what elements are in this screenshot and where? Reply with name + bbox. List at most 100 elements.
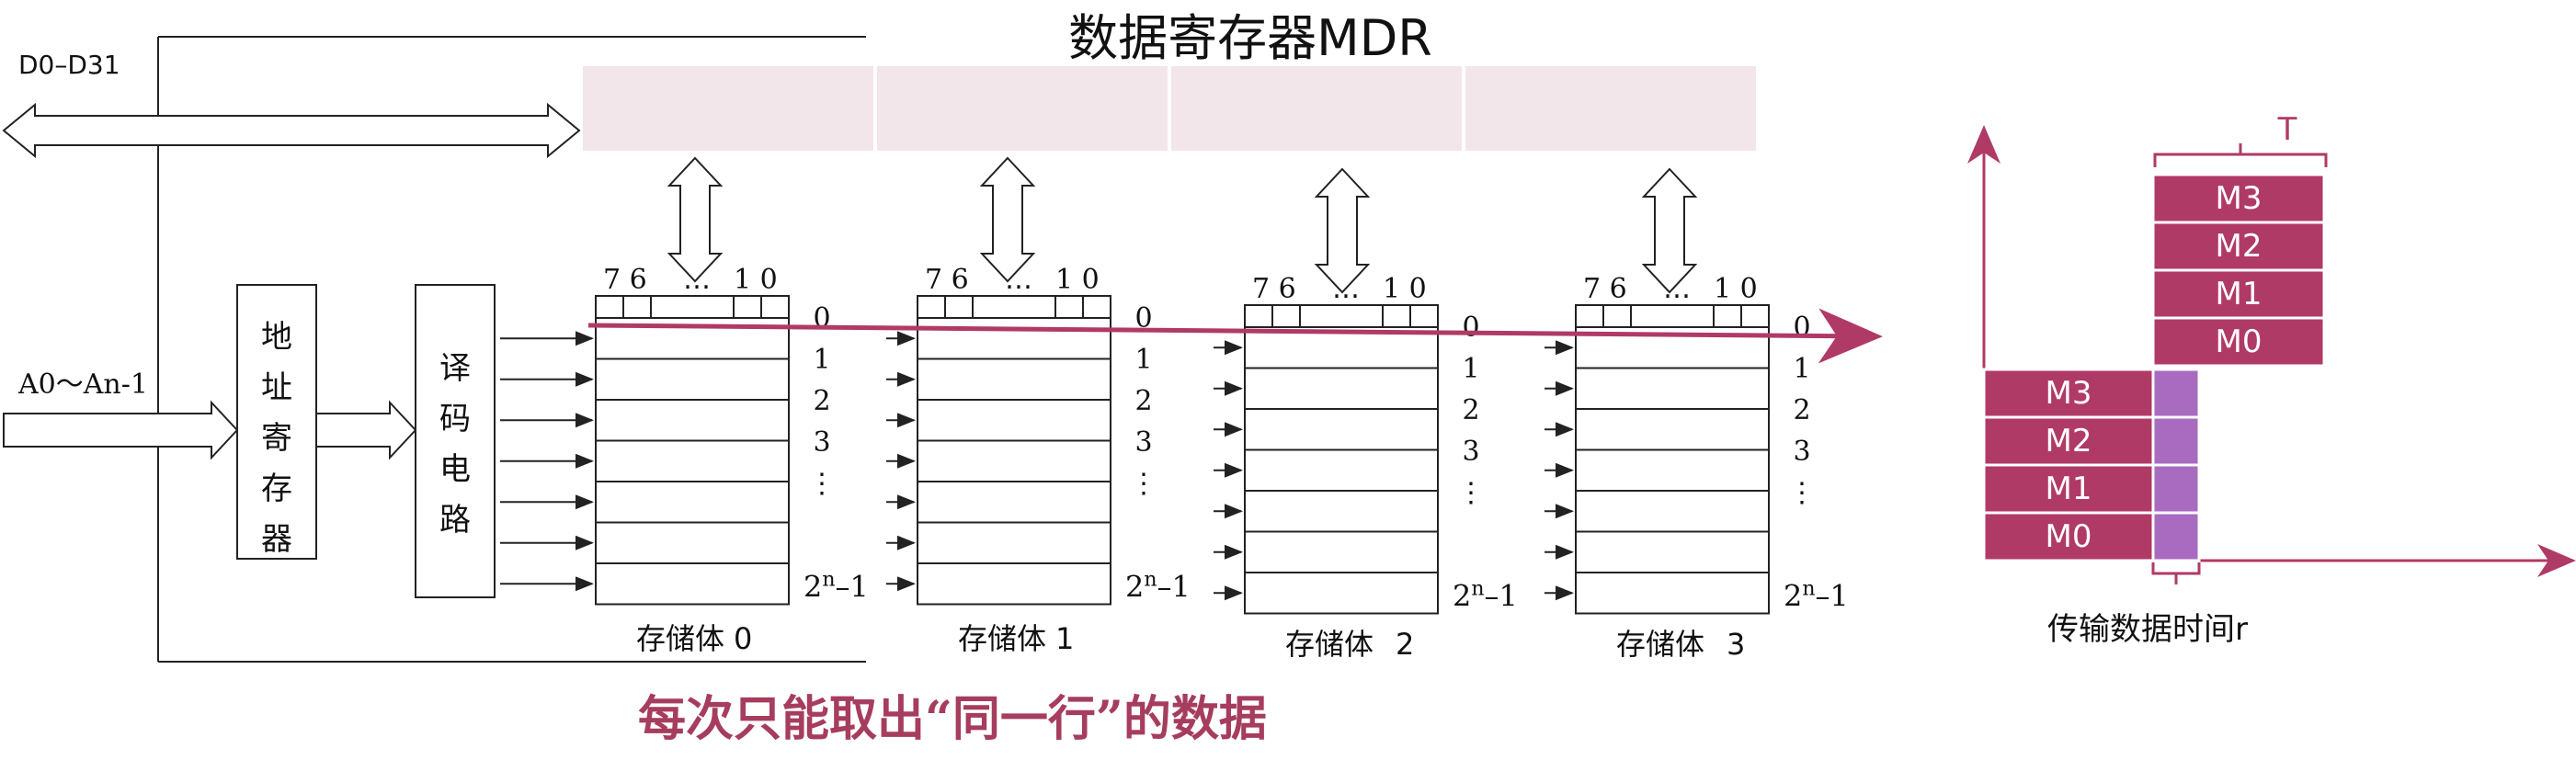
vertical-char: 器 <box>261 521 292 558</box>
address-bus-label: A0～An-1 <box>17 369 148 401</box>
row-label: 1 <box>1134 344 1152 376</box>
row-label: 1 <box>1793 353 1810 385</box>
bit-high-label: 7 6 <box>603 264 647 296</box>
memory-row <box>917 399 1111 442</box>
row-label: ⋮ <box>1130 468 1157 500</box>
timing-cell-label: M0 <box>2216 323 2263 360</box>
timing-cell-top <box>2151 173 2326 224</box>
vertical-char: 存 <box>261 471 292 507</box>
memory-row <box>917 562 1111 606</box>
bit-dots: … <box>1663 273 1691 305</box>
data-bus-label: D0–D31 <box>18 50 120 80</box>
bit-header <box>1244 304 1439 328</box>
row-label: 0 <box>1134 302 1152 335</box>
row-label: 0 <box>1793 312 1810 344</box>
row-label: 2 <box>813 385 830 417</box>
timing-cell-label: M3 <box>2216 180 2263 217</box>
memory-row <box>917 481 1111 524</box>
memory-row <box>1575 367 1770 410</box>
timing-cell-top <box>2151 221 2326 272</box>
memory-row <box>595 481 790 524</box>
transfer-bracket <box>2151 562 2201 575</box>
bit-low-label: 1 0 <box>1714 273 1758 305</box>
row-label: 3 <box>1134 426 1152 459</box>
mdr-title: 数据寄存器MDR <box>1068 9 1432 67</box>
memory-row <box>917 317 1111 360</box>
row-label: ⋮ <box>808 468 836 500</box>
address-register-box <box>236 284 317 560</box>
timing-cell-label: M2 <box>2216 228 2263 265</box>
memory-row <box>595 439 790 482</box>
last-row-label: 2n–1 <box>804 569 869 605</box>
bit-low-label: 1 0 <box>1055 264 1100 296</box>
row-label: 0 <box>813 302 830 335</box>
vertical-char: 电 <box>439 451 471 488</box>
memory-row <box>595 521 790 564</box>
timing-cell-label: M2 <box>2046 423 2092 459</box>
memory-row <box>1244 572 1439 615</box>
memory-row <box>1575 530 1770 573</box>
memory-row <box>595 357 790 401</box>
memory-row <box>1575 490 1770 533</box>
period-bracket <box>2153 153 2328 167</box>
memory-row <box>917 521 1111 564</box>
timing-cell-top <box>2151 316 2326 368</box>
vertical-char: 地 <box>261 319 292 356</box>
row-label: 1 <box>1462 353 1479 385</box>
row-label: ⋮ <box>1788 477 1816 509</box>
address-input-arrow <box>3 400 239 460</box>
vertical-char: 译 <box>439 350 471 387</box>
memory-row <box>595 562 790 606</box>
transfer-cell <box>2151 368 2201 419</box>
memory-row <box>595 399 790 442</box>
timing-cell-label: M1 <box>2046 471 2092 507</box>
row-label: 1 <box>813 344 830 376</box>
memory-row <box>1244 530 1439 573</box>
last-row-label: 2n–1 <box>1453 578 1518 614</box>
row-label: 0 <box>1462 312 1479 344</box>
bit-header <box>917 295 1111 319</box>
memory-row <box>1244 490 1439 533</box>
transfer-cell <box>2151 415 2201 467</box>
row-label: 2 <box>1462 394 1479 426</box>
transfer-cell <box>2151 463 2201 515</box>
bit-dots: … <box>1332 273 1360 305</box>
timing-cell-label: M1 <box>2216 276 2263 312</box>
vertical-char: 码 <box>439 401 471 437</box>
timing-cell-top <box>2151 268 2326 320</box>
register-to-decoder-arrow <box>315 400 417 460</box>
memory-row <box>1575 408 1770 451</box>
last-row-label: 2n–1 <box>1125 569 1191 605</box>
bit-low-label: 1 0 <box>1383 273 1427 305</box>
row-label: ⋮ <box>1457 477 1485 509</box>
vertical-char: 址 <box>261 369 292 406</box>
mdr-register <box>583 66 1756 151</box>
memory-row <box>917 357 1111 401</box>
bit-high-label: 7 6 <box>925 264 969 296</box>
memory-row <box>917 439 1111 482</box>
last-row-label: 2n–1 <box>1784 578 1849 614</box>
memory-row <box>1575 572 1770 615</box>
mdr-bank-arrows <box>667 156 1698 294</box>
row-label: 2 <box>1793 394 1810 426</box>
memory-row <box>1244 367 1439 410</box>
bit-high-label: 7 6 <box>1252 273 1296 305</box>
vertical-char: 路 <box>439 502 471 539</box>
timing-cell-label: M0 <box>2046 518 2092 555</box>
period-label: T <box>2277 111 2297 148</box>
transfer-time-label: 传输数据时间r <box>2047 611 2248 648</box>
transfer-cell <box>2151 511 2201 562</box>
bit-header <box>595 295 790 319</box>
row-label: 3 <box>813 426 830 459</box>
